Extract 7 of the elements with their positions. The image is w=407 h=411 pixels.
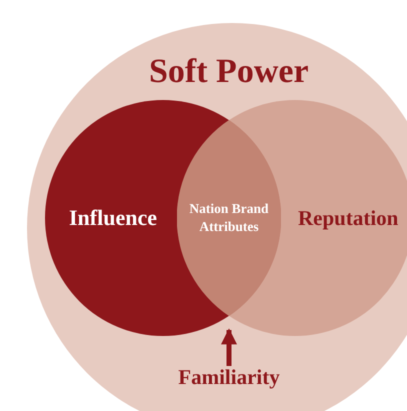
circle-label: Influence: [69, 205, 157, 231]
circle-label: Reputation: [298, 206, 398, 230]
title-text: Soft Power: [149, 53, 309, 91]
overlap-region: [177, 120, 281, 316]
arrow: [221, 328, 237, 366]
overlap-label: Nation Brand Attributes: [189, 200, 269, 236]
familiarity-text: Familiarity: [164, 362, 294, 392]
